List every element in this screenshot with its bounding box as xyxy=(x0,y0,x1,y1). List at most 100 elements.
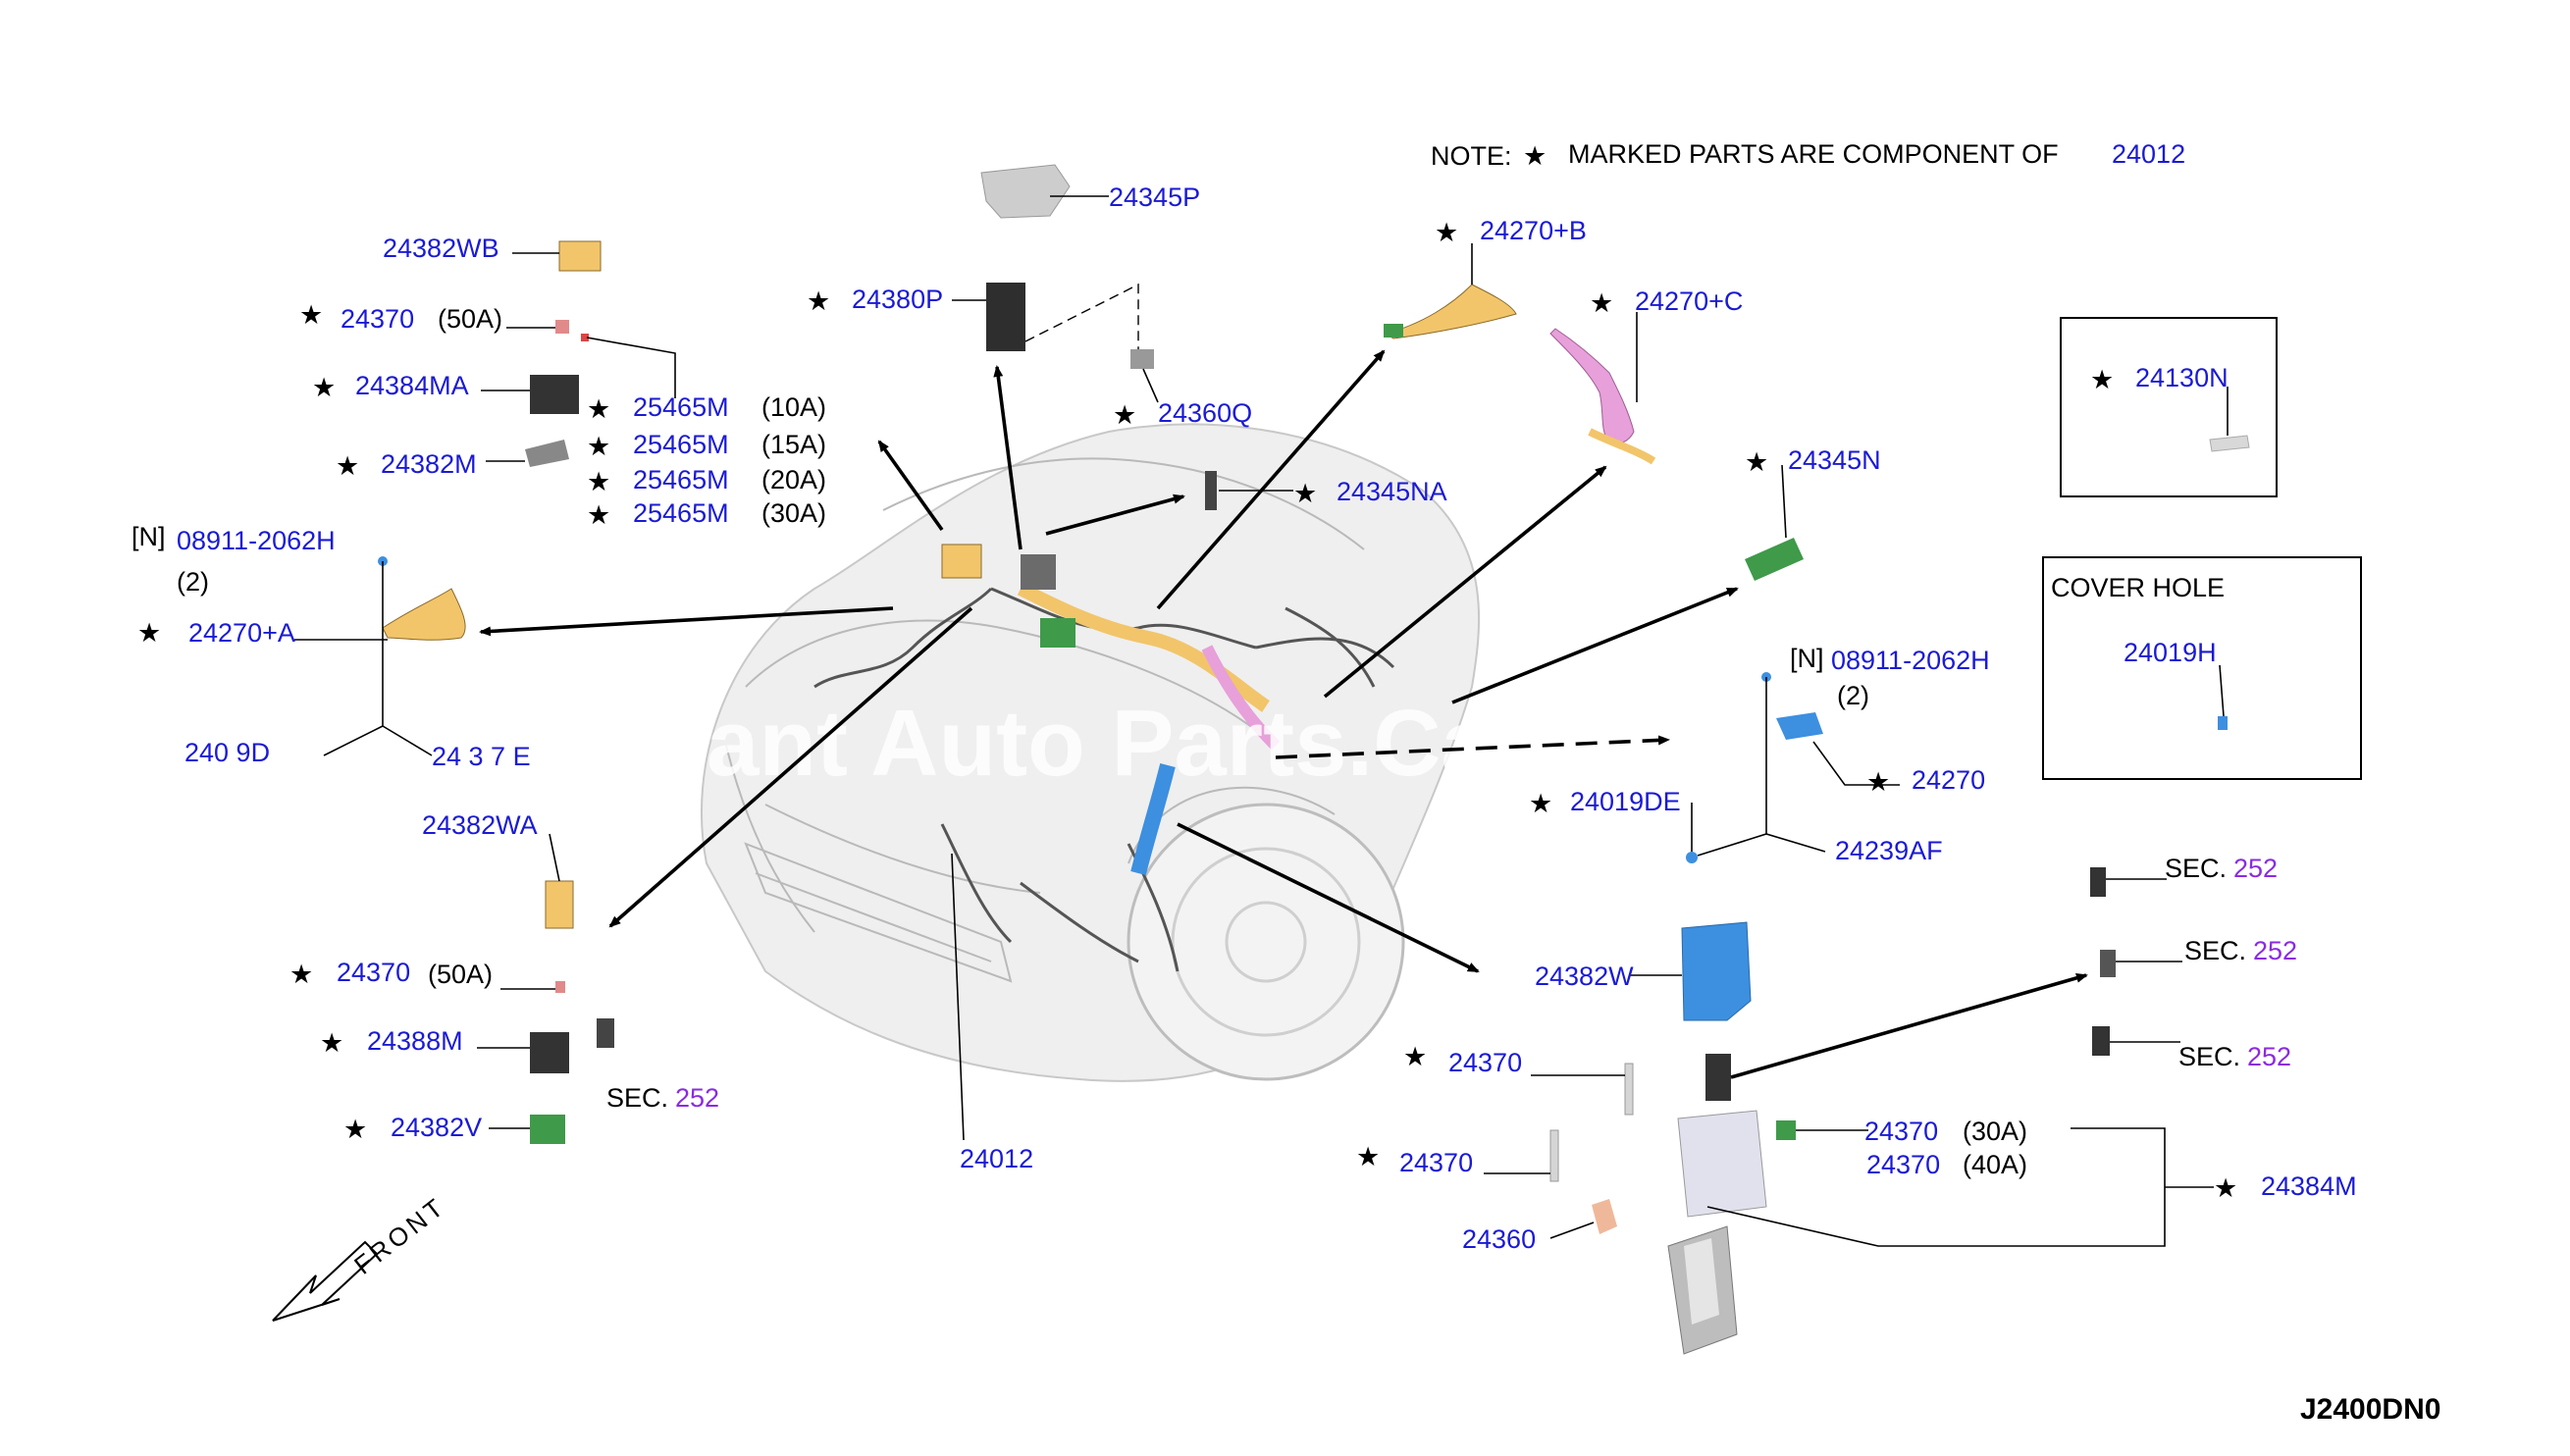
sec-prefix: SEC. xyxy=(2178,1042,2240,1071)
group-24382m: ★ 24382M xyxy=(336,440,569,481)
group-24345na: ★ 24345NA xyxy=(1205,471,1447,510)
part-24345p: 24345P xyxy=(1109,182,1200,212)
part-24382wb: 24382WB xyxy=(383,234,499,263)
vehicle-illustration xyxy=(700,423,1481,1082)
star-icon: ★ xyxy=(320,1028,343,1058)
star-icon: ★ xyxy=(1745,447,1768,477)
star-icon: ★ xyxy=(1403,1042,1427,1071)
star-icon: ★ xyxy=(289,960,313,989)
qty-2: (2) xyxy=(1837,681,1869,710)
front-direction-indicator: FRONT xyxy=(272,1191,451,1322)
part-24270a: 24270+A xyxy=(188,618,295,648)
part-24019de: 24019DE xyxy=(1570,787,1681,816)
part-25465m: 25465M xyxy=(633,430,729,459)
part-24370: 24370 xyxy=(341,304,414,334)
group-24370-mid1: ★ 24370 xyxy=(1403,1042,1634,1116)
star-icon: ★ xyxy=(299,300,323,330)
amp-10a: (10A) xyxy=(761,392,826,422)
group-24382v: ★ 24382V xyxy=(343,1113,565,1144)
part-24382m: 24382M xyxy=(381,449,477,479)
svg-text:...ant Auto Parts.Ca: ...ant Auto Parts.Ca xyxy=(628,691,1495,796)
group-24382wa: 24382WA xyxy=(422,810,574,929)
part-24382v: 24382V xyxy=(391,1113,482,1142)
part-24370: 24370 xyxy=(1399,1148,1473,1177)
group-24388m: ★ 24388M SEC. 252 xyxy=(320,1018,719,1113)
star-icon: ★ xyxy=(807,286,830,316)
inset-cover-hole: COVER HOLE 24019H xyxy=(2042,556,2362,780)
sec-number: 252 xyxy=(2253,936,2297,965)
watermark: ...ant Auto Parts.Ca xyxy=(628,691,1495,796)
leader-arrows xyxy=(479,349,2088,1079)
n-marker: [N] xyxy=(1790,644,1824,673)
part-24270c: 24270+C xyxy=(1635,286,1743,316)
star-icon: ★ xyxy=(1590,288,1613,318)
part-24012: 24012 xyxy=(960,1144,1033,1173)
qty-2: (2) xyxy=(177,567,209,597)
part-24384m: 24384M xyxy=(2261,1171,2357,1201)
sec-number: 252 xyxy=(2247,1042,2291,1071)
note-line: NOTE: ★ MARKED PARTS ARE COMPONENT OF 24… xyxy=(1431,139,2185,171)
n-marker: [N] xyxy=(131,522,166,551)
note-prefix: NOTE: xyxy=(1431,141,1512,171)
star-icon: ★ xyxy=(2090,365,2114,394)
sec-number: 252 xyxy=(2233,854,2278,883)
group-sec-right: SEC. 252 SEC. 252 SEC. 252 xyxy=(2090,854,2297,1071)
part-24345na: 24345NA xyxy=(1337,477,1447,506)
star-icon: ★ xyxy=(1523,141,1547,171)
group-24345p: 24345P xyxy=(980,164,1200,219)
part-24345n: 24345N xyxy=(1788,445,1881,475)
star-icon: ★ xyxy=(1529,789,1552,818)
star-icon: ★ xyxy=(587,394,610,424)
group-24380p: ★ 24380P xyxy=(807,283,1139,353)
inset-24130n: ★ 24130N xyxy=(2060,317,2278,497)
group-24370-50a-top: ★ 24370 (50A) xyxy=(299,300,676,398)
star-icon: ★ xyxy=(1356,1142,1380,1171)
star-icon: ★ xyxy=(312,373,336,402)
part-08911-2062h: 08911-2062H xyxy=(1831,646,1990,675)
part-24360: 24360 xyxy=(1462,1224,1536,1254)
part-24382w: 24382W xyxy=(1535,962,1634,991)
group-24360: 24360 xyxy=(1462,1199,1617,1254)
group-24345n: ★ 24345N xyxy=(1745,445,1881,581)
part-25465m: 25465M xyxy=(633,392,729,422)
part-25465m: 25465M xyxy=(633,465,729,494)
star-icon: ★ xyxy=(587,467,610,496)
group-24270c: ★ 24270+C xyxy=(1549,286,1743,465)
part-24382wa: 24382WA xyxy=(422,810,538,840)
amp-50a: (50A) xyxy=(428,960,493,989)
part-24239ae: 24 3 7 E xyxy=(432,742,531,771)
star-icon: ★ xyxy=(336,451,359,481)
part-24370: 24370 xyxy=(1448,1048,1522,1077)
group-24382w: 24382W xyxy=(1535,921,1752,1021)
star-icon: ★ xyxy=(1293,479,1317,508)
amp-40a: (40A) xyxy=(1963,1150,2027,1179)
star-icon: ★ xyxy=(1866,767,1890,797)
star-icon: ★ xyxy=(1113,400,1136,430)
group-24270b: ★ 24270+B xyxy=(1384,216,1587,339)
sec-prefix: SEC. xyxy=(2184,936,2246,965)
part-24384ma: 24384MA xyxy=(355,371,469,400)
amp-15a: (15A) xyxy=(761,430,826,459)
group-24384ma: ★ 24384MA xyxy=(312,371,579,414)
part-24370: 24370 xyxy=(1864,1117,1938,1146)
front-label: FRONT xyxy=(348,1191,451,1280)
sec-number: 252 xyxy=(675,1083,719,1113)
note-ref: 24012 xyxy=(2112,139,2185,169)
part-24239af: 24239AF xyxy=(1835,836,1943,865)
star-icon: ★ xyxy=(137,618,161,648)
star-icon: ★ xyxy=(587,500,610,530)
part-24019d: 240 9D xyxy=(184,738,270,767)
amp-30a: (30A) xyxy=(1963,1117,2027,1146)
main-harness-24012 xyxy=(813,544,1395,972)
sec-prefix: SEC. xyxy=(2165,854,2227,883)
star-icon: ★ xyxy=(587,432,610,461)
diagram-code: J2400DN0 xyxy=(2300,1393,2440,1426)
group-24019de: ★ 24019DE 24239AF xyxy=(1529,787,1943,865)
group-24012: 24012 xyxy=(951,853,1033,1173)
part-25465m: 25465M xyxy=(633,498,729,528)
note-text: MARKED PARTS ARE COMPONENT OF xyxy=(1568,139,2059,169)
group-24360q: ★ 24360Q xyxy=(1113,349,1252,430)
part-24270b: 24270+B xyxy=(1480,216,1587,245)
amp-20a: (20A) xyxy=(761,465,826,494)
